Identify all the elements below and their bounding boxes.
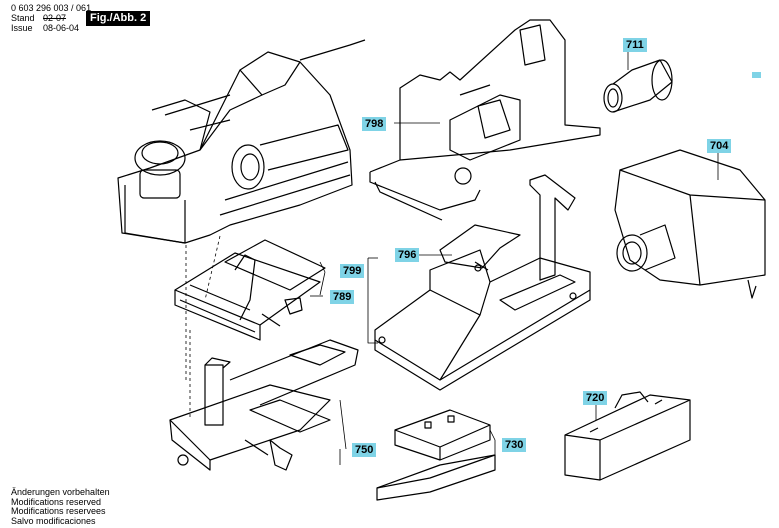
dust-bag-704-drawing bbox=[614, 149, 766, 299]
parallel-guide-798-drawing bbox=[369, 19, 601, 221]
figure-label: Fig./Abb. 2 bbox=[86, 11, 151, 26]
part-label-720[interactable]: 720 bbox=[583, 391, 608, 405]
part-label-704[interactable]: 704 bbox=[707, 139, 732, 153]
rebate-guide-750-drawing bbox=[169, 339, 359, 471]
note-fr: Modifications reservees bbox=[11, 506, 106, 516]
case-720-drawing bbox=[564, 391, 691, 481]
part-label-750[interactable]: 750 bbox=[352, 443, 377, 457]
note-es: Salvo modificaciones bbox=[11, 515, 96, 526]
page-marker bbox=[752, 72, 761, 78]
note-en: Modifications reserved bbox=[11, 496, 102, 507]
guide-789-drawing bbox=[174, 239, 326, 341]
dust-adapter-711-drawing bbox=[603, 59, 673, 113]
part-label-730[interactable]: 730 bbox=[502, 438, 527, 452]
part-label-789[interactable]: 789 bbox=[330, 290, 355, 304]
planer-drawing bbox=[117, 39, 366, 244]
blocks-730-drawing bbox=[376, 409, 496, 501]
stand-799-drawing bbox=[374, 174, 591, 391]
stand-value: 02-07 bbox=[43, 13, 67, 23]
issue-value: 08-06-04 bbox=[43, 23, 80, 33]
footer-notes: Änderungen vorbehalten Modifications res… bbox=[11, 487, 110, 526]
issue-label: Issue bbox=[11, 23, 33, 33]
part-label-799[interactable]: 799 bbox=[340, 264, 365, 278]
leader-lines bbox=[185, 50, 719, 465]
part-label-711[interactable]: 711 bbox=[623, 38, 647, 52]
note-de: Änderungen vorbehalten bbox=[11, 487, 110, 497]
part-label-798[interactable]: 798 bbox=[362, 117, 387, 131]
part-label-796[interactable]: 796 bbox=[395, 248, 420, 262]
stand-label: Stand bbox=[11, 13, 35, 23]
doc-number: 0 603 296 003 / 061 bbox=[11, 3, 92, 13]
